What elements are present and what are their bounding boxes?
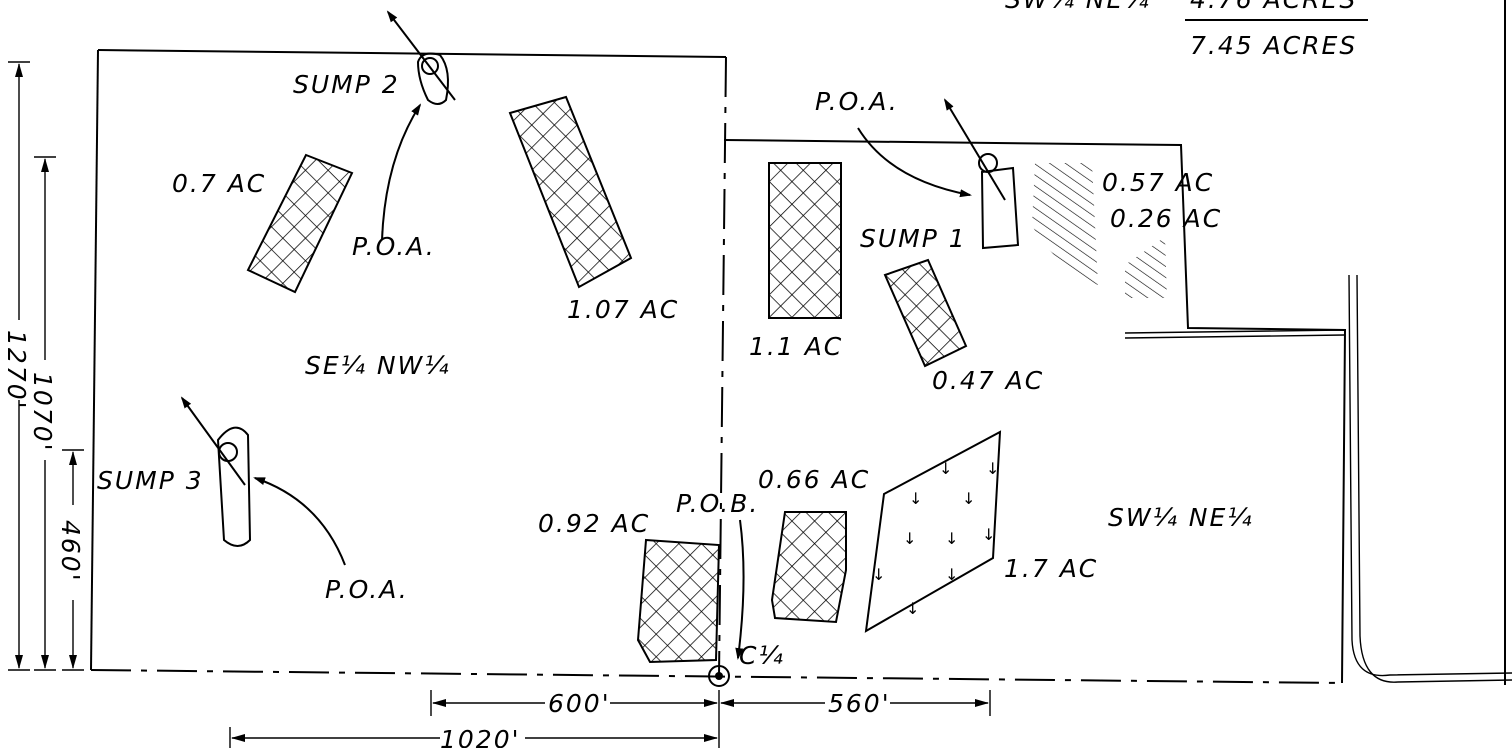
poa-label-sump-1: P.O.A. — [815, 87, 899, 116]
dim-label-1270: 1270' — [2, 330, 31, 411]
area-0.57ac-polygon — [1032, 163, 1098, 285]
area-1.7ac-polygon — [864, 430, 1002, 633]
sump-3-flow-arrow — [180, 396, 246, 486]
svg-text:↓: ↓ — [945, 565, 958, 584]
sump-2-label: SUMP 2 — [293, 70, 400, 99]
area-label-0.57ac: 0.57 AC — [1102, 168, 1214, 197]
svg-text:↓: ↓ — [982, 525, 995, 544]
road-edge-2 — [1124, 334, 1345, 339]
sump-2-outline — [416, 52, 449, 105]
svg-text:↓: ↓ — [962, 489, 975, 508]
area-label-1.7ac: 1.7 AC — [1004, 554, 1098, 583]
svg-text:↓: ↓ — [986, 459, 999, 478]
area-0.66ac-polygon — [770, 511, 847, 624]
hatched-areas: ↓ ↓ ↓ ↓ ↓ ↓ ↓ ↓ ↓ ↓ — [246, 95, 1167, 664]
sump-1-label: SUMP 1 — [860, 224, 967, 253]
dim-label-460: 460' — [56, 520, 85, 583]
quarter-corner-label: C¼ — [739, 641, 785, 670]
poa-label-sump-3: P.O.A. — [325, 575, 409, 604]
sumps — [180, 10, 1020, 566]
sump-1-flow-arrow — [943, 98, 1006, 201]
quarter-corner-dot — [715, 672, 723, 680]
area-label-0.26ac: 0.26 AC — [1110, 204, 1222, 233]
quarter-section-west-label: SE¼ NW¼ — [305, 351, 451, 380]
area-0.92ac-polygon — [636, 538, 721, 664]
svg-text:↓: ↓ — [903, 529, 916, 548]
area-0.7ac-polygon — [246, 153, 354, 294]
area-1.1ac-polygon — [768, 162, 842, 319]
labels: SUMP 2 SUMP 1 SUMP 3 P.O.A. P.O.A. P.O.A… — [2, 70, 1254, 748]
sump-3-outline — [216, 426, 252, 547]
area-1.7ac-symbols: ↓ ↓ ↓ ↓ ↓ ↓ ↓ ↓ ↓ ↓ — [872, 459, 999, 618]
sump-2-flow-arrow — [386, 10, 456, 101]
quarter-line — [718, 56, 727, 677]
dimension-lines — [8, 61, 991, 748]
table-row-value: 4.76 ACRES — [1190, 0, 1357, 14]
area-0.47ac-polygon — [883, 258, 968, 368]
dim-label-1070: 1070' — [28, 372, 57, 453]
pob-marker — [708, 519, 745, 687]
area-label-1.07ac: 1.07 AC — [567, 295, 679, 324]
west-parcel-top-edge — [97, 49, 727, 58]
svg-text:↓: ↓ — [872, 565, 885, 584]
area-label-0.7ac: 0.7 AC — [172, 169, 266, 198]
pob-arrow — [735, 519, 745, 660]
west-parcel-left-edge — [90, 49, 99, 671]
quarter-section-east-label: SW¼ NE¼ — [1108, 503, 1254, 532]
road-edge-1 — [1124, 329, 1345, 334]
table-row-label: SW¼ NE¼ — [1005, 0, 1151, 14]
sump-1-poa-arrow — [857, 127, 972, 198]
svg-text:↓: ↓ — [939, 459, 952, 478]
sump-1-outline — [980, 166, 1020, 250]
svg-text:↓: ↓ — [909, 489, 922, 508]
pob-label: P.O.B. — [676, 489, 759, 518]
sump-3-poa-arrow — [253, 477, 346, 566]
area-label-0.47ac: 0.47 AC — [932, 366, 1044, 395]
dim-label-600: 600' — [548, 689, 611, 718]
area-label-1.1ac: 1.1 AC — [749, 332, 843, 361]
acreage-table: SW¼ NE¼ 4.76 ACRES 7.45 ACRES — [1005, 0, 1368, 60]
sump-2-poa-arrow — [381, 103, 422, 241]
sump-3-label: SUMP 3 — [97, 466, 204, 495]
table-total: 7.45 ACRES — [1190, 31, 1357, 60]
area-label-0.92ac: 0.92 AC — [538, 509, 650, 538]
svg-text:↓: ↓ — [906, 599, 919, 618]
area-0.26ac-polygon — [1125, 237, 1167, 298]
area-1.07ac-polygon — [508, 95, 633, 289]
svg-text:↓: ↓ — [945, 529, 958, 548]
dim-label-1020: 1020' — [440, 725, 521, 748]
poa-label-sump-2: P.O.A. — [352, 232, 436, 261]
dim-label-560: 560' — [828, 689, 891, 718]
area-label-0.66ac: 0.66 AC — [758, 465, 870, 494]
sump-2-well — [421, 57, 439, 75]
east-parcel-boundary — [723, 139, 1347, 684]
road-curve-inner — [1356, 274, 1512, 683]
quarter-corner-circle — [708, 665, 730, 687]
road-curve-outer — [1348, 274, 1512, 677]
road — [1124, 274, 1512, 683]
